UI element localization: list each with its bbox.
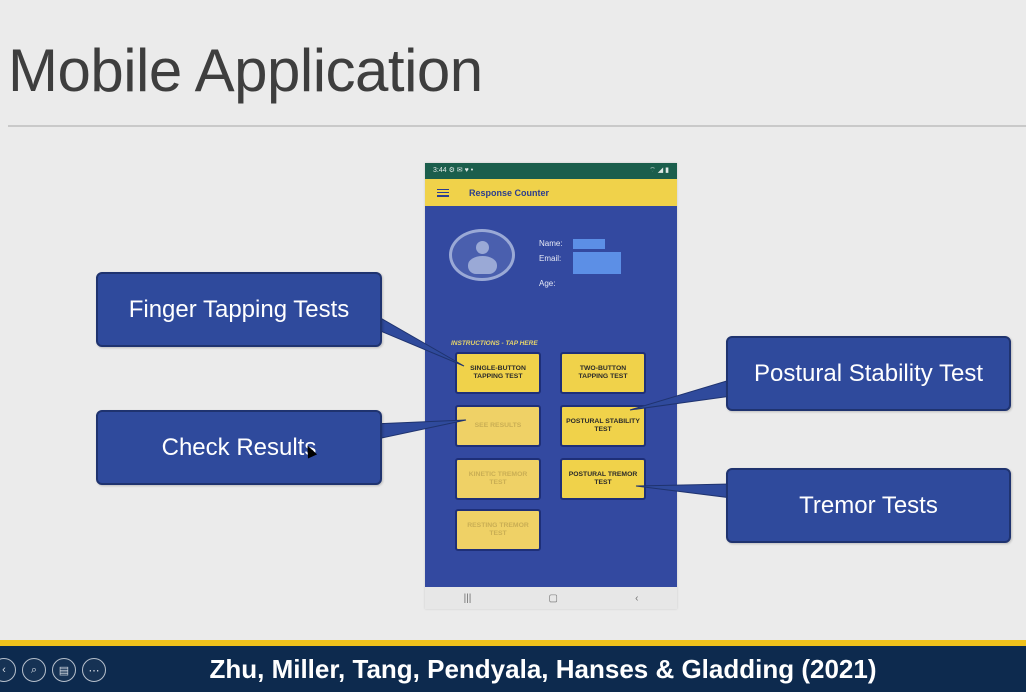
status-icons: ⌔ ◢ ▮ <box>649 167 669 174</box>
two-button-tapping-test-button[interactable]: TWO-BUTTON TAPPING TEST <box>560 352 646 394</box>
title-divider <box>8 125 1026 127</box>
postural-stability-test-button[interactable]: POSTURAL STABILITY TEST <box>560 405 646 447</box>
postural-tremor-test-button[interactable]: POSTURAL TREMOR TEST <box>560 458 646 500</box>
callout-postural-stability-test: Postural Stability Test <box>726 336 1011 411</box>
name-redaction <box>573 239 605 249</box>
app-title: Response Counter <box>469 187 550 198</box>
email-label: Email: <box>539 254 562 263</box>
kinetic-tremor-test-button[interactable]: KINETIC TREMOR TEST <box>455 458 541 500</box>
callout-finger-tapping-tests: Finger Tapping Tests <box>96 272 382 347</box>
citation: Zhu, Miller, Tang, Pendyala, Hanses & Gl… <box>209 653 877 684</box>
age-label: Age: <box>539 279 556 288</box>
phone-status-bar: 3:44 ⚙ ✉ ♥ • ⌔ ◢ ▮ <box>425 163 677 179</box>
callout-check-results: Check Results <box>96 410 382 485</box>
more-options-icon[interactable]: ⋯ <box>82 658 106 682</box>
name-label: Name: <box>539 239 563 248</box>
single-button-tapping-test-button[interactable]: SINGLE-BUTTON TAPPING TEST <box>455 352 541 394</box>
status-time: 3:44 ⚙ ✉ ♥ • <box>433 167 474 174</box>
presentation-toolbar: ‹ ⌕ ▤ ⋯ <box>0 658 106 682</box>
callout-tremor-tests: Tremor Tests <box>726 468 1011 543</box>
profile-avatar-icon <box>449 229 515 281</box>
back-icon[interactable]: ‹ <box>635 592 639 604</box>
footer-accent-bar <box>0 640 1026 646</box>
footer: ‹ ⌕ ▤ ⋯ Zhu, Miller, Tang, Pendyala, Han… <box>0 646 1026 692</box>
previous-slide-icon[interactable]: ‹ <box>0 658 16 682</box>
zoom-icon[interactable]: ⌕ <box>22 658 46 682</box>
phone-screenshot: 3:44 ⚙ ✉ ♥ • ⌔ ◢ ▮ Response Counter Name… <box>425 163 677 609</box>
resting-tremor-test-button[interactable]: RESTING TREMOR TEST <box>455 509 541 551</box>
recent-apps-icon[interactable]: ||| <box>463 592 472 604</box>
slide-view-icon[interactable]: ▤ <box>52 658 76 682</box>
see-results-button[interactable]: SEE RESULTS <box>455 405 541 447</box>
email-redaction <box>573 252 621 274</box>
instructions-link[interactable]: INSTRUCTIONS - TAP HERE <box>451 340 538 347</box>
slide-title: Mobile Application <box>8 37 483 104</box>
hamburger-menu-icon[interactable] <box>437 188 449 197</box>
app-bar: Response Counter <box>425 179 677 206</box>
android-nav-bar: ||| ▢ ‹ <box>425 587 677 609</box>
home-icon[interactable]: ▢ <box>548 592 558 604</box>
